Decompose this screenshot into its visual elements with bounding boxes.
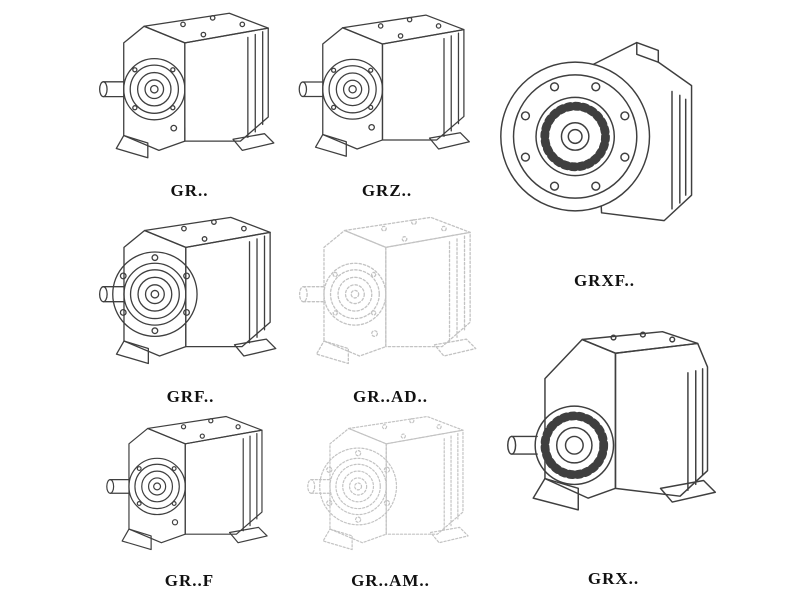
gearbox-foot-mounted-drawing bbox=[292, 4, 482, 180]
gearbox-input-adapter-drawing bbox=[288, 208, 493, 386]
gearbox-flange-front-drawing bbox=[492, 2, 717, 270]
gearbox-flange-side-drawing bbox=[88, 208, 293, 386]
figure-grz: GRZ.. bbox=[292, 4, 482, 204]
figure-grf: GRF.. bbox=[88, 208, 293, 410]
figure-gr-f-label: GR..F bbox=[164, 571, 215, 590]
figure-gr-ad-label: GR..AD.. bbox=[352, 387, 429, 406]
figure-grxf: GRXF.. bbox=[492, 2, 717, 294]
figure-gr-f: GR..F bbox=[92, 408, 287, 594]
figure-grx: GRX.. bbox=[496, 300, 731, 592]
figure-grxf-label: GRXF.. bbox=[573, 271, 636, 290]
figure-gr-am: GR..AM.. bbox=[288, 408, 493, 594]
gearbox-foot-mounted-drawing bbox=[92, 408, 287, 570]
figure-gr: GR.. bbox=[92, 4, 287, 204]
figure-grz-label: GRZ.. bbox=[361, 181, 413, 200]
gearbox-motor-adapter-drawing bbox=[288, 408, 493, 570]
figure-gr-label: GR.. bbox=[170, 181, 209, 200]
figure-grf-label: GRF.. bbox=[166, 387, 215, 406]
figure-gr-am-label: GR..AM.. bbox=[351, 571, 430, 590]
gearbox-foot-mounted-drawing bbox=[92, 4, 287, 180]
gearbox-large-foot-mounted-drawing bbox=[496, 300, 731, 568]
figure-grx-label: GRX.. bbox=[587, 569, 640, 588]
figure-gr-ad: GR..AD.. bbox=[288, 208, 493, 410]
